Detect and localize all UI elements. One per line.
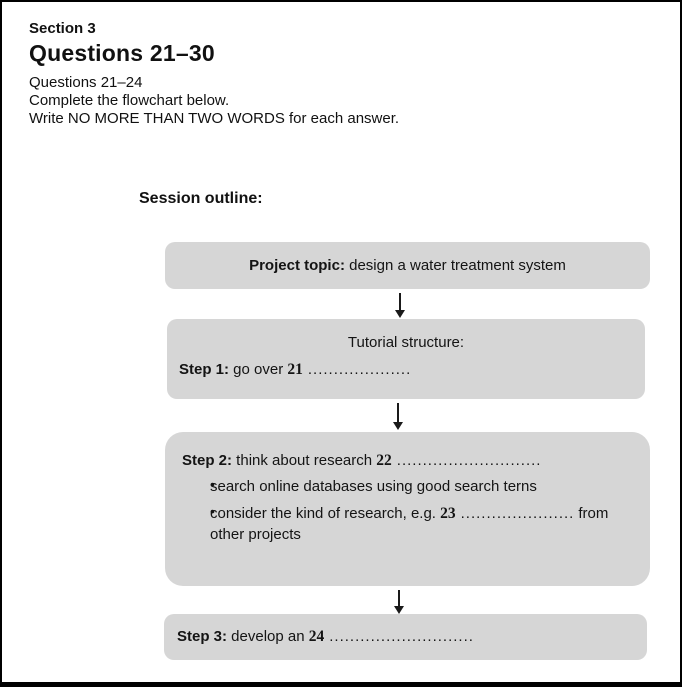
bullet-2-text: consider the kind of research, e.g. 23..… [210,503,608,545]
header: Section 3 Questions 21–30 Questions 21–2… [29,20,399,128]
questions-range: Questions 21–24 [29,74,143,91]
page-title: Questions 21–30 [29,40,215,66]
step-2-label: Step 2: [182,452,233,469]
answer-blank-23: ...................... [460,505,575,522]
step-2-text: think about research [232,452,377,469]
question-number-23: 23 [440,505,456,522]
project-topic-text: design a water treatment system [344,257,566,274]
bullet-2-pre: consider the kind of research, e.g. [210,505,441,522]
bullet-icon: • [210,476,215,492]
flow-box-step-1: Tutorial structure: Step 1: go over 21..… [167,319,645,399]
question-number-21: 21 [287,361,303,378]
bullet-2-line-2: other projects [210,526,301,543]
down-arrow-icon [394,293,406,318]
answer-blank-22: ............................ [396,452,542,469]
flow-box-step-2: Step 2: think about research 22.........… [165,432,650,586]
question-number-24: 24 [308,628,325,645]
project-topic-line: Project topic: design a water treatment … [249,257,566,274]
step-1-label: Step 1: [179,361,230,378]
instruction-line-2: Write NO MORE THAN TWO WORDS for each an… [29,110,400,127]
bullet-item-2: • consider the kind of research, e.g. 23… [182,503,630,545]
step-2-line: Step 2: think about research 22.........… [182,452,630,470]
tutorial-structure-heading: Tutorial structure: [347,334,465,351]
section-label: Section 3 [29,20,96,37]
flow-box-step-3: Step 3: develop an 24...................… [164,614,647,660]
instructions: Questions 21–24 Complete the flowchart b… [29,74,399,128]
bullet-item-1: • search online databases using good sea… [182,476,630,497]
down-arrow-icon [393,590,405,614]
step-3-text: develop an [227,628,309,645]
step-3-label: Step 3: [177,628,228,645]
bullet-1-text: search online databases using good searc… [210,478,537,495]
question-number-22: 22 [376,452,392,469]
bullet-icon: • [210,503,215,519]
down-arrow-icon [392,403,404,430]
answer-blank-21: .................... [307,361,412,378]
answer-blank-24: ............................ [329,628,474,645]
project-topic-label: Project topic: [249,257,345,274]
step-1-text: go over [229,361,288,378]
step-3-line: Step 3: develop an 24...................… [177,628,474,646]
bullet-2-post: from [578,505,609,522]
step-1-line: Step 1: go over 21.................... [167,361,645,379]
session-outline-label: Session outline: [139,190,263,207]
instruction-line-1: Complete the flowchart below. [29,92,230,109]
flow-box-project-topic: Project topic: design a water treatment … [165,242,650,289]
